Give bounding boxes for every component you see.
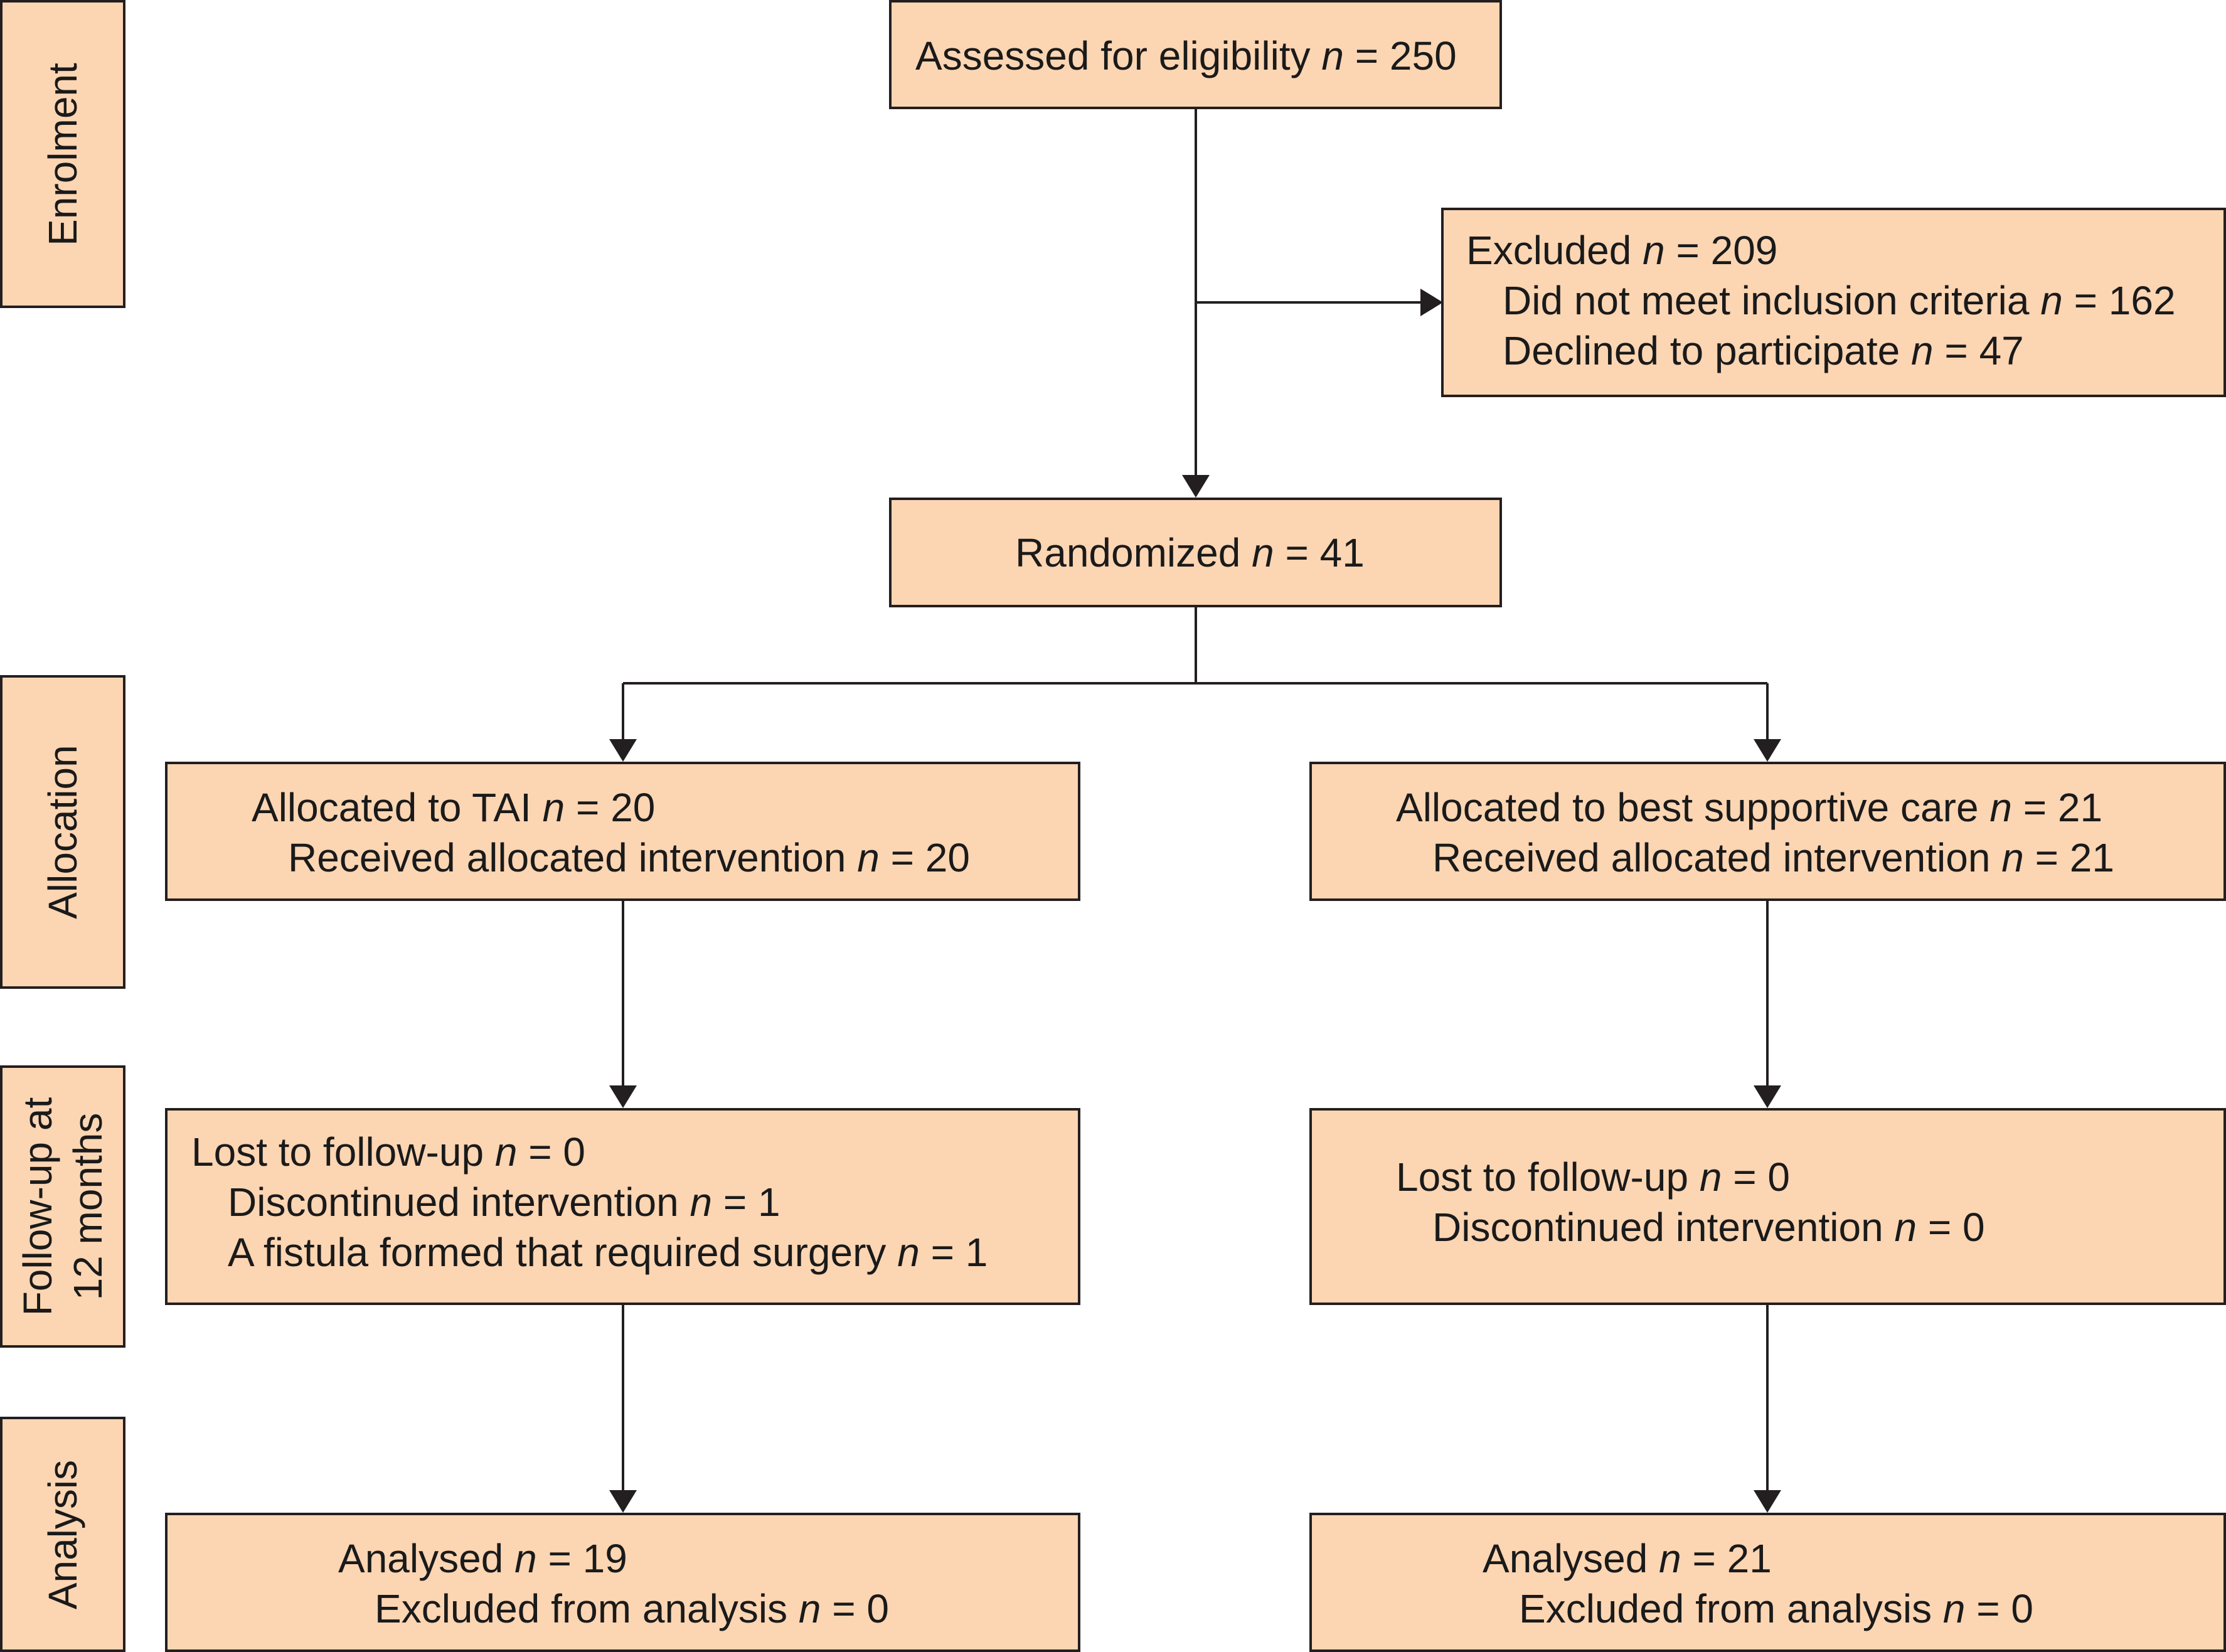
alloc-bsc-received-n-value: = 21 (2035, 835, 2114, 880)
followup-bsc-disc-line: Discontinued intervention n = 0 (1432, 1202, 1985, 1252)
analysis-tai-n-value: = 19 (548, 1536, 627, 1581)
analysis-bsc-n-symbol: n (1659, 1536, 1681, 1581)
stage-enrolment: Enrolment (0, 0, 125, 308)
excluded-criteria-label: Did not meet inclusion criteria (1503, 278, 2030, 323)
followup-tai-lost-n-value: = 0 (528, 1129, 585, 1175)
assessed-n-value: = 250 (1355, 33, 1457, 78)
analysis-bsc-excluded-label: Excluded from analysis (1519, 1586, 1932, 1631)
followup-bsc-lost-n-value: = 0 (1733, 1154, 1790, 1200)
randomized-n-value: = 41 (1285, 530, 1365, 575)
randomized-label: Randomized (1015, 530, 1241, 575)
followup-tai-disc-line: Discontinued intervention n = 1 (228, 1177, 780, 1227)
followup-bsc-disc-label: Discontinued intervention (1432, 1205, 1883, 1250)
followup-tai-fistula-n-value: = 1 (930, 1230, 988, 1275)
analysis-bsc-excluded-line: Excluded from analysis n = 0 (1519, 1584, 2033, 1634)
excluded-n-symbol: n (1643, 228, 1665, 273)
analysis-bsc-excluded-n-symbol: n (1942, 1586, 1966, 1631)
alloc-bsc-line: Allocated to best supportive care n = 21 (1396, 782, 2102, 833)
arrowhead-alloc-bsc (1754, 739, 1781, 762)
analysis-tai-box: Analysed n = 19 Excluded from analysis n… (165, 1513, 1080, 1652)
analysis-bsc-excluded-n-value: = 0 (1976, 1586, 2033, 1631)
analysis-bsc-box: Analysed n = 21 Excluded from analysis n… (1309, 1513, 2226, 1652)
assessed-n-symbol: n (1321, 33, 1344, 78)
followup-bsc-lost-line: Lost to follow-up n = 0 (1396, 1152, 1790, 1202)
stage-followup: Follow-up at 12 months (0, 1065, 125, 1348)
followup-bsc-lost-label: Lost to follow-up (1396, 1154, 1689, 1200)
analysis-tai-excluded-label: Excluded from analysis (375, 1586, 788, 1631)
alloc-bsc-label: Allocated to best supportive care (1396, 785, 1979, 830)
excluded-criteria-n-symbol: n (2040, 278, 2063, 323)
excluded-line: Excluded n = 209 (1466, 225, 1777, 275)
arrowhead-analysis-tai (609, 1490, 637, 1513)
alloc-tai-received-n-symbol: n (857, 835, 880, 880)
followup-tai-disc-n-symbol: n (690, 1180, 713, 1225)
alloc-tai-n-value: = 20 (576, 785, 656, 830)
alloc-tai-box: Allocated to TAI n = 20 Received allocat… (165, 762, 1080, 901)
assessed-line: Assessed for eligibility n = 250 (915, 31, 1457, 81)
excluded-declined-n-value: = 47 (1944, 328, 2024, 373)
followup-tai-lost-label: Lost to follow-up (191, 1129, 484, 1175)
alloc-tai-n-symbol: n (542, 785, 565, 830)
stage-analysis: Analysis (0, 1417, 125, 1652)
alloc-tai-received-line: Received allocated intervention n = 20 (288, 833, 970, 883)
analysis-bsc-label: Analysed (1483, 1536, 1648, 1581)
followup-tai-fistula-n-symbol: n (897, 1230, 920, 1275)
analysis-tai-excluded-n-symbol: n (798, 1586, 821, 1631)
randomized-n-symbol: n (1252, 530, 1274, 575)
stage-allocation: Allocation (0, 675, 125, 989)
excluded-box: Excluded n = 209 Did not meet inclusion … (1441, 208, 2226, 397)
alloc-tai-line: Allocated to TAI n = 20 (252, 782, 655, 833)
followup-bsc-lost-n-symbol: n (1699, 1154, 1722, 1200)
followup-tai-lost-line: Lost to follow-up n = 0 (191, 1127, 585, 1177)
alloc-bsc-received-n-symbol: n (2001, 835, 2024, 880)
alloc-tai-label: Allocated to TAI (252, 785, 531, 830)
arrowhead-followup-tai (609, 1085, 637, 1108)
randomized-box: Randomized n = 41 (889, 498, 1502, 607)
analysis-tai-excluded-n-value: = 0 (832, 1586, 889, 1631)
arrowhead-followup-bsc (1754, 1085, 1781, 1108)
alloc-bsc-received-line: Received allocated intervention n = 21 (1432, 833, 2114, 883)
arrowhead-alloc-tai (609, 739, 637, 762)
followup-tai-disc-label: Discontinued intervention (228, 1180, 679, 1225)
excluded-criteria-n-value: = 162 (2074, 278, 2176, 323)
excluded-label: Excluded (1466, 228, 1632, 273)
excluded-criteria-line: Did not meet inclusion criteria n = 162 (1503, 275, 2176, 326)
excluded-declined-n-symbol: n (1911, 328, 1934, 373)
arrowhead-randomized (1182, 475, 1210, 498)
followup-tai-fistula-label: A fistula formed that required surgery (228, 1230, 887, 1275)
alloc-bsc-box: Allocated to best supportive care n = 21… (1309, 762, 2226, 901)
excluded-n-value: = 209 (1676, 228, 1778, 273)
arrowhead-analysis-bsc (1754, 1490, 1781, 1513)
followup-bsc-box: Lost to follow-up n = 0 Discontinued int… (1309, 1108, 2226, 1305)
followup-tai-disc-n-value: = 1 (723, 1180, 780, 1225)
alloc-bsc-n-symbol: n (1989, 785, 2012, 830)
analysis-tai-n-symbol: n (514, 1536, 537, 1581)
analysis-tai-excluded-line: Excluded from analysis n = 0 (375, 1584, 889, 1634)
analysis-tai-label: Analysed (338, 1536, 504, 1581)
assessed-box: Assessed for eligibility n = 250 (889, 0, 1502, 109)
assessed-label: Assessed for eligibility (915, 33, 1311, 78)
stage-analysis-label: Analysis (40, 1459, 85, 1609)
followup-tai-box: Lost to follow-up n = 0 Discontinued int… (165, 1108, 1080, 1305)
followup-tai-fistula-line: A fistula formed that required surgery n… (228, 1227, 988, 1277)
followup-bsc-disc-n-value: = 0 (1927, 1205, 1985, 1250)
excluded-declined-line: Declined to participate n = 47 (1503, 326, 2024, 376)
arrowhead-excluded (1420, 289, 1443, 316)
analysis-bsc-n-value: = 21 (1692, 1536, 1772, 1581)
stage-allocation-label: Allocation (40, 745, 85, 919)
stage-followup-label: Follow-up at 12 months (15, 1097, 110, 1316)
followup-bsc-disc-n-symbol: n (1894, 1205, 1917, 1250)
followup-tai-lost-n-symbol: n (494, 1129, 518, 1175)
alloc-tai-received-label: Received allocated intervention (288, 835, 846, 880)
randomized-line: Randomized n = 41 (1015, 528, 1365, 578)
analysis-tai-line: Analysed n = 19 (338, 1533, 627, 1584)
excluded-declined-label: Declined to participate (1503, 328, 1900, 373)
alloc-tai-received-n-value: = 20 (890, 835, 970, 880)
analysis-bsc-line: Analysed n = 21 (1483, 1533, 1772, 1584)
stage-enrolment-label: Enrolment (40, 62, 85, 246)
alloc-bsc-received-label: Received allocated intervention (1432, 835, 1991, 880)
alloc-bsc-n-value: = 21 (2023, 785, 2103, 830)
